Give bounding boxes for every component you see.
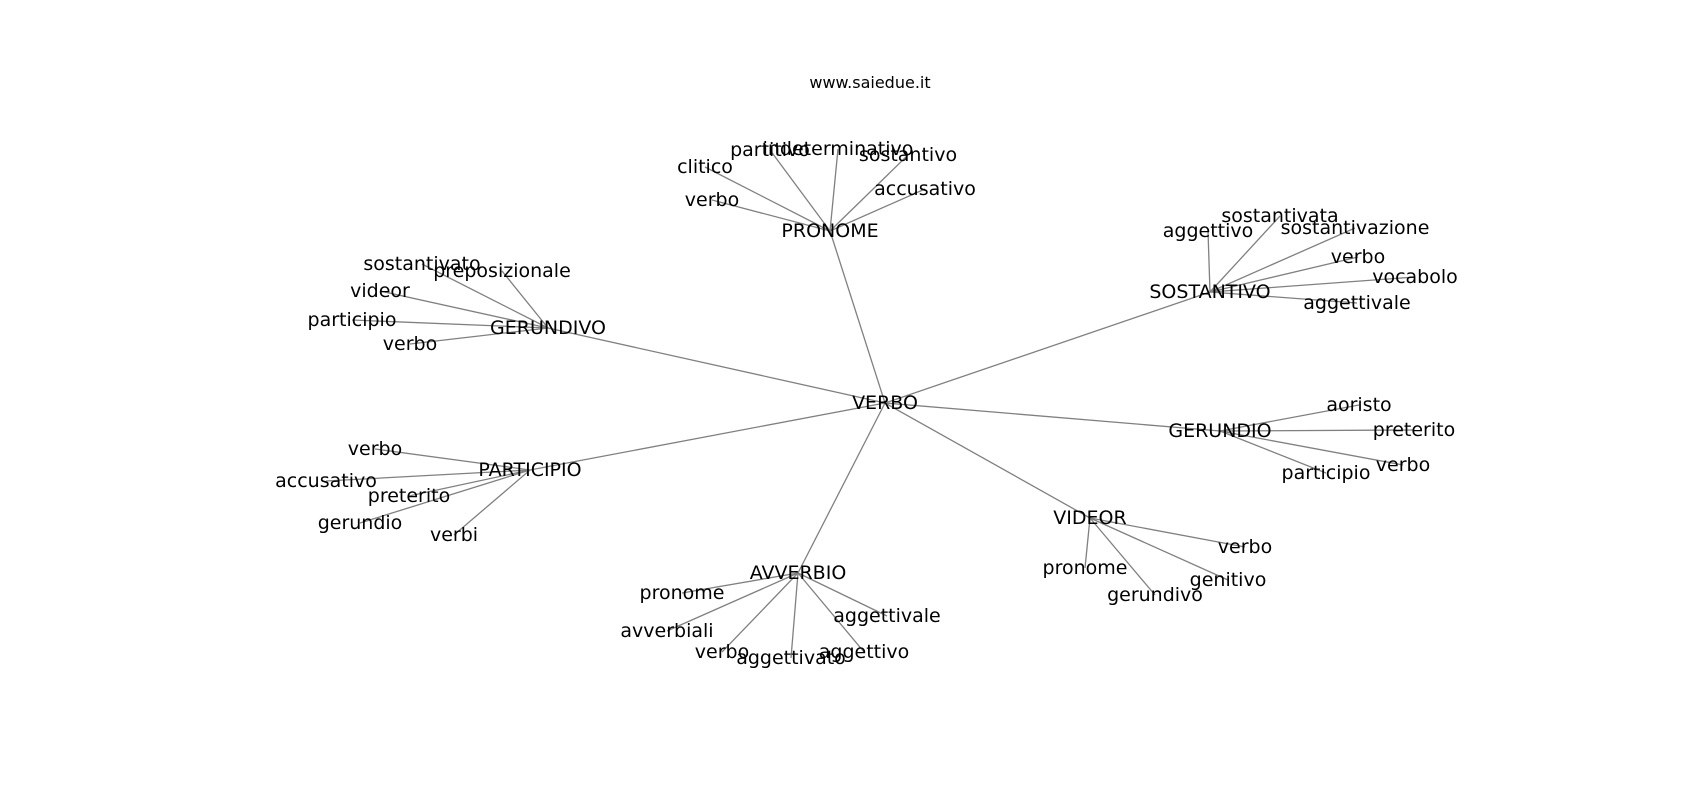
edge-avverbio-av_avverbiali — [666, 572, 799, 632]
node-pr-sostantivo: sostantivo — [859, 144, 957, 166]
edge-participio-pa_preterito — [408, 469, 531, 497]
node-gv-videor: videor — [350, 280, 410, 302]
node-avverbio: AVVERBIO — [750, 562, 847, 584]
edge-pronome-pr_accusativo — [829, 188, 926, 232]
edge-gerundio-gd_preterito — [1219, 429, 1415, 432]
edge-sostantivo-so_aggettivale — [1209, 291, 1358, 304]
edge-pronome-pr_sostantivo — [829, 154, 909, 232]
node-vi-pronome: pronome — [1043, 557, 1128, 579]
node-gerundivo: GERUNDIVO — [490, 317, 606, 339]
edge-gerundivo-gv_sostantivato — [421, 263, 549, 329]
node-sostantivo: SOSTANTIVO — [1149, 281, 1270, 303]
node-videor: VIDEOR — [1053, 507, 1126, 529]
node-pr-accusativo: accusativo — [874, 178, 976, 200]
edges-layer — [325, 148, 1416, 659]
edge-videor-vi_genitivo — [1089, 517, 1229, 581]
node-so-sostantivata: sostantivata — [1221, 205, 1338, 227]
edge-verbo_root-videor — [884, 402, 1091, 519]
edge-gerundivo-gv_videor — [379, 290, 549, 329]
edge-pronome-pr_clitico — [704, 166, 831, 232]
node-pr-partitivo: partitivo — [730, 139, 810, 161]
edge-sostantivo-so_sostantivazione — [1209, 227, 1356, 293]
node-so-verbo: verbo — [1331, 246, 1385, 268]
node-pa-preterito: preterito — [368, 485, 450, 507]
edge-gerundio-gd_verbo — [1219, 430, 1404, 466]
node-so-vocabolo: vocabolo — [1372, 266, 1458, 288]
edge-gerundivo-gv_participio — [351, 319, 549, 329]
edge-participio-pa_accusativo — [325, 469, 531, 482]
edge-pronome-pr_verbo — [711, 199, 831, 232]
edge-gerundivo-gv_preposizionale — [501, 270, 549, 329]
node-gv-participio: participio — [308, 309, 397, 331]
edge-sostantivo-so_aggettivo — [1207, 230, 1211, 293]
node-gerundio: GERUNDIO — [1168, 420, 1271, 442]
node-pronome: PRONOME — [781, 220, 878, 242]
edge-verbo_root-avverbio — [797, 402, 886, 574]
edge-avverbio-av_pronome — [681, 572, 799, 594]
edge-verbo_root-sostantivo — [884, 291, 1211, 404]
node-av-verbo: verbo — [695, 641, 749, 663]
node-pa-accusativo: accusativo — [275, 470, 377, 492]
edge-avverbio-av_aggettivale — [797, 572, 888, 617]
edge-sostantivo-so_verbo — [1209, 256, 1359, 293]
edge-avverbio-av_aggettivo — [797, 572, 865, 653]
node-av-aggettivato: aggettivato — [736, 647, 846, 669]
edge-participio-pa_verbi — [453, 469, 531, 536]
edge-videor-vi_verbo — [1089, 517, 1246, 548]
node-gd-participio: participio — [1282, 462, 1371, 484]
node-so-aggettivo: aggettivo — [1163, 220, 1254, 242]
edge-verbo_root-gerundivo — [547, 327, 886, 404]
node-av-pronome: pronome — [640, 582, 725, 604]
edge-participio-pa_verbo — [374, 448, 531, 471]
node-gd-aoristo: aoristo — [1326, 394, 1391, 416]
edge-pronome-pr_indeterminativo — [829, 148, 839, 232]
node-pa-verbi: verbi — [430, 524, 478, 546]
node-gv-verbo: verbo — [383, 333, 437, 355]
node-verbo-root: VERBO — [852, 392, 918, 414]
edge-pronome-pr_partitivo — [769, 149, 831, 232]
node-vi-genitivo: genitivo — [1190, 569, 1267, 591]
node-gd-preterito: preterito — [1373, 419, 1455, 441]
node-so-sostantivazione: sostantivazione — [1281, 217, 1430, 239]
node-gv-sostantivato: sostantivato — [363, 253, 480, 275]
node-vi-verbo: verbo — [1218, 536, 1272, 558]
edge-videor-vi_pronome — [1084, 517, 1091, 569]
node-so-aggettivale: aggettivale — [1303, 292, 1411, 314]
node-av-aggettivale: aggettivale — [833, 605, 941, 627]
edge-gerundio-gd_participio — [1219, 430, 1327, 474]
node-av-aggettivo: aggettivo — [819, 641, 910, 663]
node-vi-gerundivo: gerundivo — [1107, 584, 1203, 606]
edge-participio-pa_gerundio — [359, 469, 531, 524]
edge-avverbio-av_verbo — [721, 572, 799, 653]
graph-title: www.saiedue.it — [809, 73, 930, 92]
node-gv-preposizionale: preposizionale — [433, 260, 571, 282]
node-pr-verbo: verbo — [685, 189, 739, 211]
node-pa-verbo: verbo — [348, 438, 402, 460]
edge-sostantivo-so_sostantivata — [1209, 215, 1281, 293]
node-pa-gerundio: gerundio — [318, 512, 403, 534]
edge-videor-vi_gerundivo — [1089, 517, 1156, 596]
edge-verbo_root-participio — [529, 402, 886, 471]
node-participio: PARTICIPIO — [478, 459, 581, 481]
node-av-avverbiali: avverbiali — [620, 620, 713, 642]
edge-gerundivo-gv_verbo — [409, 327, 549, 345]
nodes-layer: VERBO PRONOME SOSTANTIVO GERUNDIVO GERUNDIO P… — [275, 138, 1458, 669]
node-gd-verbo: verbo — [1376, 454, 1430, 476]
edge-sostantivo-so_vocabolo — [1209, 276, 1416, 293]
edge-gerundio-gd_aoristo — [1219, 404, 1360, 432]
edge-avverbio-av_aggettivato — [790, 572, 799, 659]
edge-verbo_root-gerundio — [884, 402, 1221, 432]
node-pr-indeterminativo: indeterminativo — [763, 138, 914, 160]
edge-verbo_root-pronome — [829, 230, 886, 404]
node-pr-clitico: clitico — [677, 156, 733, 178]
